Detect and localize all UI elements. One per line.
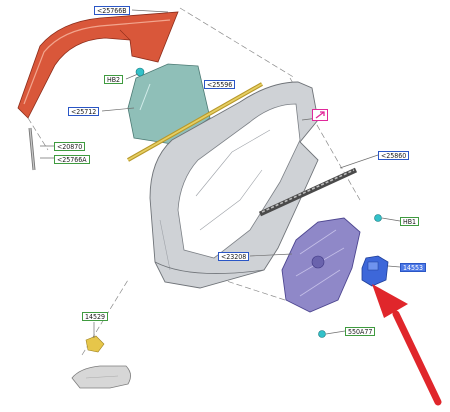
label-550a77: 550A77: [345, 327, 376, 336]
window-regulator: [281, 217, 361, 313]
label-14529: 14529: [82, 312, 109, 321]
label-25596: <25596: [204, 80, 236, 89]
channel-strip-25766a: [28, 127, 36, 171]
regulator-motor: [361, 255, 389, 287]
callout-symbol-icon: [312, 109, 328, 121]
label-20870: <20870: [54, 142, 86, 151]
glass-run-channel: [17, 11, 179, 119]
label-14553: 14553: [400, 263, 427, 272]
label-25712: <25712: [68, 107, 100, 116]
label-23208: <23208: [218, 252, 250, 261]
inner-belt-strip: [258, 167, 358, 217]
hinge-bracket: [71, 335, 131, 389]
label-25766a: <25766A: [54, 155, 90, 164]
label-hb1: HB1: [400, 217, 420, 226]
belt-strip: [127, 82, 263, 162]
label-hb2: HB2: [104, 75, 124, 84]
label-25766b: <25766B: [94, 6, 130, 15]
door-shell: [149, 81, 319, 289]
red-pointer-arrow-icon: [372, 284, 442, 406]
label-25860: <25860: [378, 151, 410, 160]
